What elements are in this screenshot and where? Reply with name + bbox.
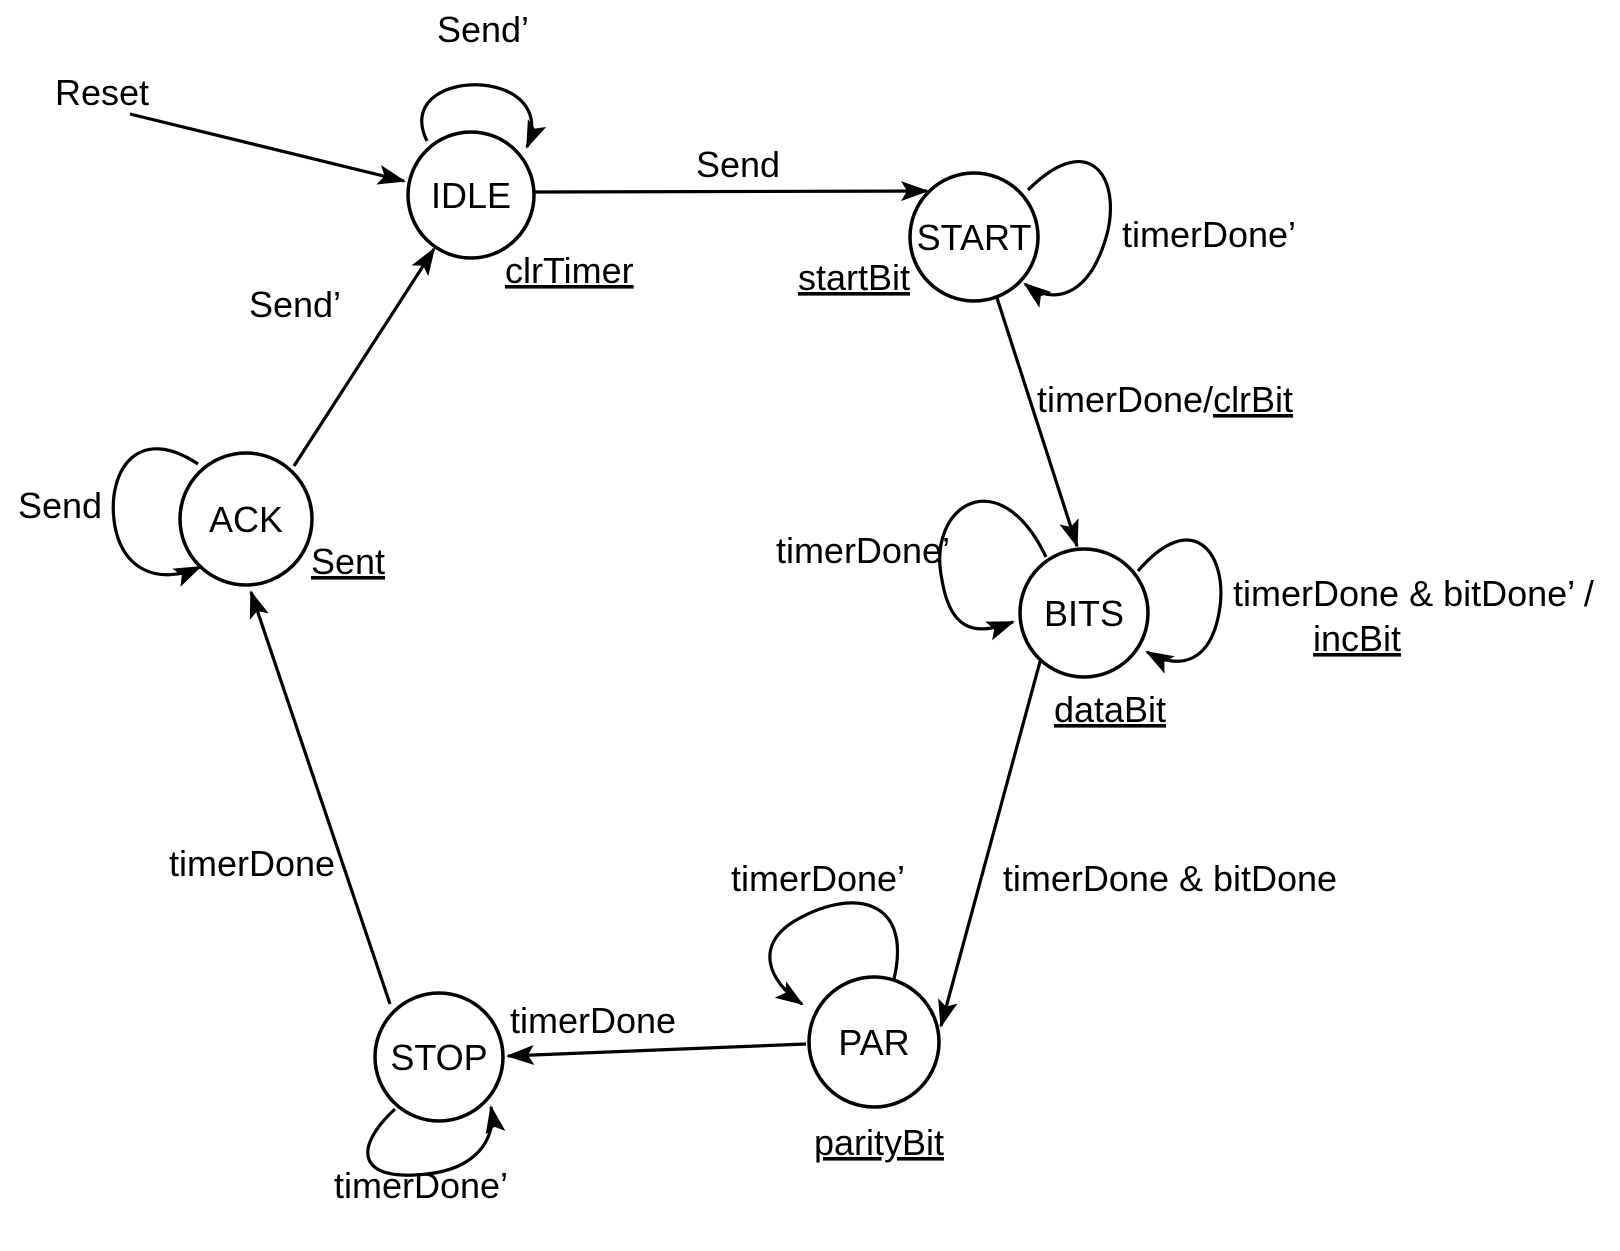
state-par: PAR parityBit [807, 975, 944, 1163]
state-par-output: parityBit [814, 1122, 944, 1163]
state-idle-circle [406, 130, 536, 260]
edge-reset-to-idle [129, 112, 406, 185]
edge-bits-to-par [938, 657, 1043, 1028]
edge-idle-self-label: Send’ [437, 9, 529, 50]
state-bits: BITS dataBit [1018, 547, 1166, 730]
edge-par-to-stop [506, 1042, 807, 1065]
state-start-circle [908, 171, 1040, 303]
edge-bits-self-left-label: timerDone’ [776, 530, 950, 571]
edge-start-to-bits-condition: timerDone/ [1037, 379, 1213, 420]
state-bits-label: BITS [1044, 593, 1124, 634]
edge-idle-self-loop [420, 83, 547, 149]
state-par-circle [807, 975, 941, 1109]
state-par-label: PAR [838, 1022, 909, 1063]
state-ack-circle [178, 451, 314, 587]
state-bits-circle [1018, 547, 1150, 679]
state-stop-circle [373, 991, 505, 1123]
edge-stop-to-ack [249, 590, 392, 1005]
edge-stop-self-label: timerDone’ [334, 1165, 508, 1206]
state-ack: ACK Sent [178, 451, 385, 587]
edge-bits-self-right-condition: timerDone & bitDone’ / [1233, 573, 1594, 614]
state-start: START startBit [798, 171, 1040, 303]
edge-start-self-label: timerDone’ [1122, 214, 1296, 255]
state-stop: STOP [373, 991, 505, 1123]
edge-start-self-loop [1023, 160, 1113, 308]
edge-start-to-bits-action: clrBit [1213, 379, 1293, 420]
edge-ack-self-loop [111, 447, 202, 587]
state-stop-label: STOP [390, 1037, 487, 1078]
state-idle-output: clrTimer [505, 250, 634, 291]
edge-bits-self-right-action: incBit [1313, 618, 1401, 659]
state-start-label: START [917, 217, 1032, 258]
state-bits-output: dataBit [1054, 689, 1166, 730]
edge-idle-to-start [534, 181, 929, 202]
state-ack-output: Sent [311, 541, 385, 582]
edge-ack-to-idle [292, 247, 436, 467]
state-start-output: startBit [798, 257, 910, 298]
edge-ack-self-label: Send [18, 485, 102, 526]
edge-par-self-loop [768, 901, 900, 1006]
edge-stop-self-loop [366, 1105, 506, 1177]
edge-start-to-bits-label: timerDone/clrBit [1037, 379, 1293, 420]
edge-bits-self-right-loop [1136, 538, 1223, 674]
edge-reset-label: Reset [55, 72, 149, 113]
edge-par-to-stop-label: timerDone [510, 1000, 676, 1041]
state-ack-label: ACK [209, 499, 283, 540]
edge-ack-to-idle-label: Send’ [249, 284, 341, 325]
edge-stop-to-ack-label: timerDone [169, 843, 335, 884]
edge-start-to-bits [995, 297, 1079, 548]
edge-bits-to-par-label: timerDone & bitDone [1003, 858, 1337, 899]
edge-idle-to-start-label: Send [696, 144, 780, 185]
state-idle-label: IDLE [431, 175, 511, 216]
state-idle: IDLE clrTimer [406, 130, 634, 291]
edge-par-self-label: timerDone’ [731, 858, 905, 899]
edge-bits-self-left-loop [938, 499, 1048, 641]
